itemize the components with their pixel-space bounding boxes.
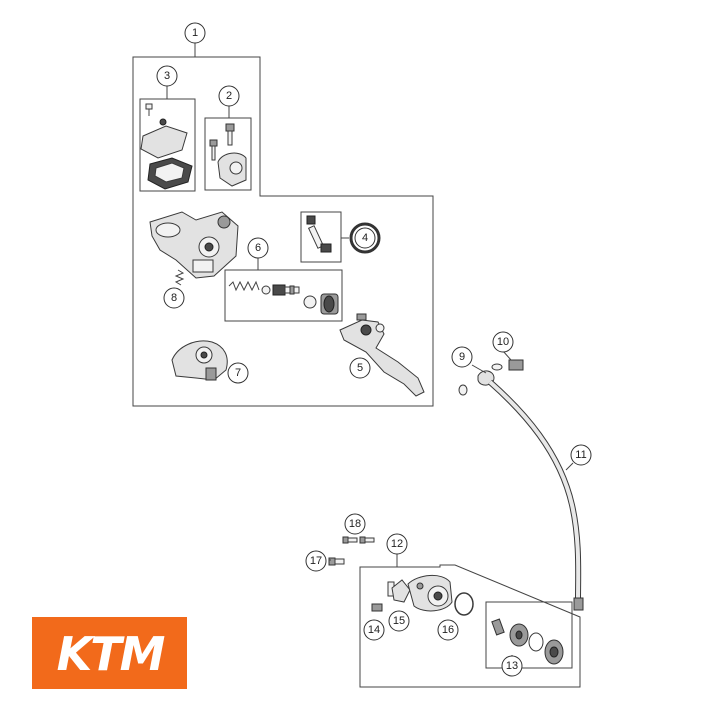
callout-2[interactable]: 2 [218,85,240,107]
callout-10[interactable]: 10 [492,331,514,353]
callout-1[interactable]: 1 [184,22,206,44]
svg-text:14: 14 [368,624,380,636]
callout-11[interactable]: 11 [570,444,592,466]
lever-housing-part [171,340,228,381]
svg-text:9: 9 [459,351,465,363]
group-6-frame [224,258,343,322]
adjusting-screw-part [306,215,332,253]
svg-text:3: 3 [164,70,170,82]
master-cylinder-body [149,211,239,279]
ktm-logo-text: KTM [57,627,165,681]
svg-text:5: 5 [357,362,363,374]
svg-text:2: 2 [226,90,232,102]
svg-text:6: 6 [255,242,261,254]
callout-13[interactable]: 13 [501,655,523,677]
callout-3[interactable]: 3 [156,65,178,87]
svg-text:12: 12 [391,538,403,550]
group-2-frame [204,106,252,191]
callout-6[interactable]: 6 [247,237,269,259]
group-3-frame [139,86,196,192]
reservoir-cover-parts [140,103,193,190]
svg-text:8: 8 [171,292,177,304]
group-1-frame [132,43,434,407]
svg-text:13: 13 [506,660,518,672]
svg-text:11: 11 [575,449,586,461]
clutch-lever-part [339,313,425,397]
ktm-logo-background [32,617,187,689]
callout-4-highlighted[interactable]: 4 [349,222,381,254]
slave-piston-kit-parts [491,618,564,665]
svg-text:16: 16 [442,624,454,636]
callout-12[interactable]: 12 [386,533,408,555]
callout-18[interactable]: 18 [344,513,366,535]
svg-text:17: 17 [310,555,322,567]
svg-text:10: 10 [497,336,509,348]
svg-text:18: 18 [349,518,361,530]
callout-9[interactable]: 9 [451,346,473,368]
handlebar-clamp-parts [209,123,247,187]
ktm-logo: KTM [32,617,187,689]
group-12-frame [359,553,581,688]
svg-text:7: 7 [235,367,241,379]
group-4-frame [300,211,349,263]
callout-17[interactable]: 17 [305,550,327,572]
piston-kit-parts [228,280,339,315]
svg-text:15: 15 [393,615,405,627]
callout-5[interactable]: 5 [349,357,371,379]
bolts-parts [328,536,375,566]
svg-text:4: 4 [362,232,368,244]
svg-text:1: 1 [192,27,198,39]
slave-cylinder-parts [371,575,474,616]
callout-14[interactable]: 14 [363,619,385,641]
clutch-hose-assembly [458,350,584,611]
callout-7[interactable]: 7 [227,362,249,384]
callout-8[interactable]: 8 [163,287,185,309]
callout-15[interactable]: 15 [388,610,410,632]
small-spring-part [174,269,185,286]
highlight-ring [349,222,381,254]
callout-16[interactable]: 16 [437,619,459,641]
